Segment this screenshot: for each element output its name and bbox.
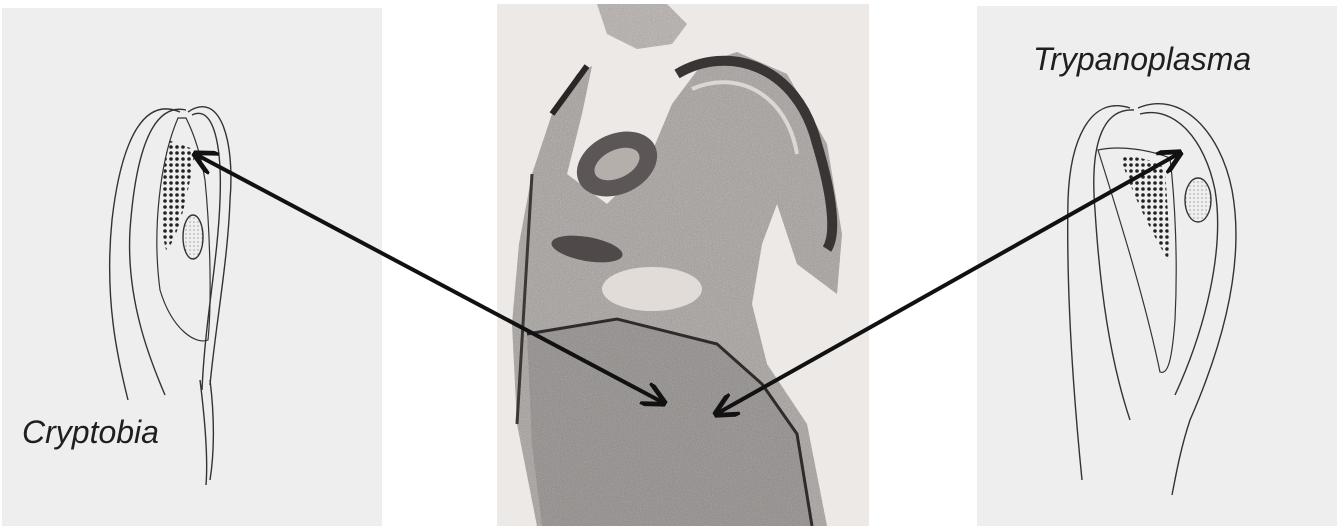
double-headed-arrow	[197, 155, 662, 402]
trypanoplasma-label: Trypanoplasma	[1033, 41, 1251, 78]
cryptobia-label: Cryptobia	[22, 414, 159, 451]
trypanoplasma-cell-drawing	[1068, 104, 1236, 495]
double-headed-arrow	[718, 154, 1178, 413]
